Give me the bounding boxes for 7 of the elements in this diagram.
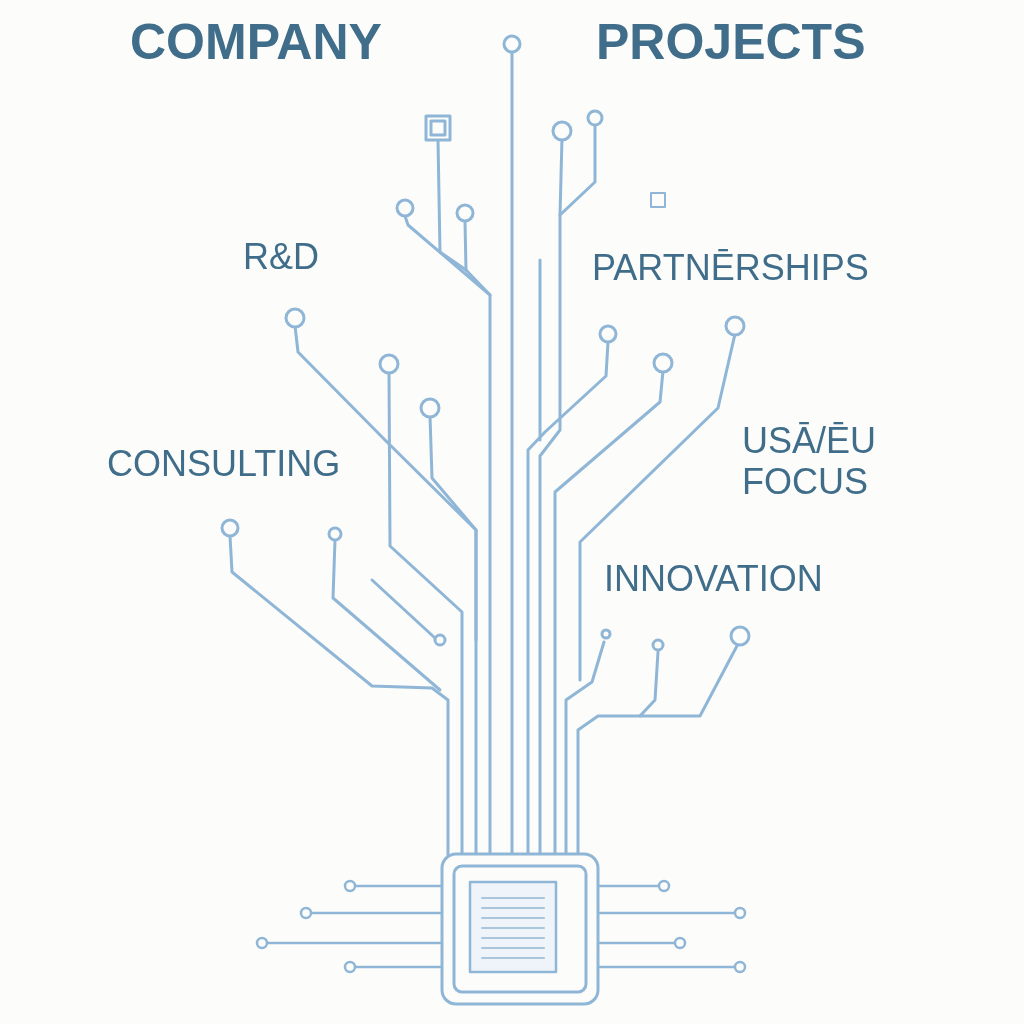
- heading: PROJECTS: [596, 14, 867, 72]
- branch-label: INNOVATION: [604, 558, 824, 600]
- branch-label: USĀ/ĒU FOCUS: [742, 420, 878, 503]
- branch-label: CONSULTING: [107, 443, 342, 485]
- heading: COMPANY: [130, 14, 383, 72]
- branch-label: PARTNĒRSHIPS: [592, 247, 870, 289]
- branch-label: R&D: [243, 236, 320, 278]
